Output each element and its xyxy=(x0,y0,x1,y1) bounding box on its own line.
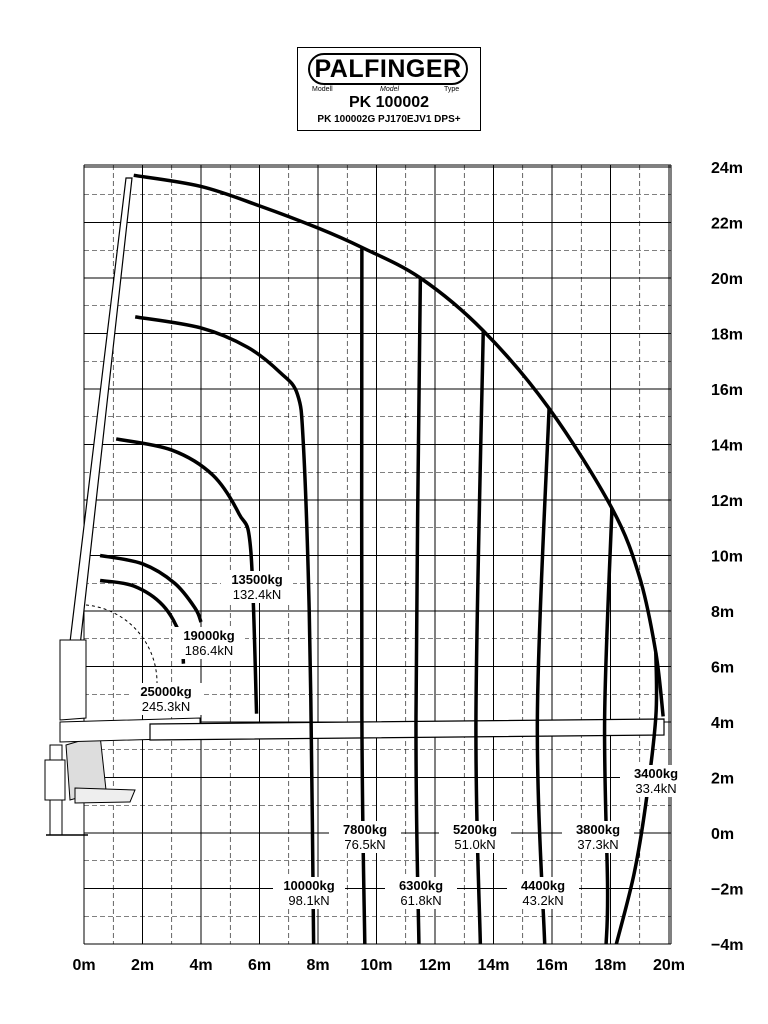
load-curve xyxy=(134,315,316,945)
load-label-kg: 3400kg xyxy=(634,766,678,781)
y-tick-label: 0m xyxy=(711,826,734,843)
y-tick-label: 4m xyxy=(711,715,734,732)
x-tick-label: 12m xyxy=(419,957,451,974)
x-axis-ticks: 0m 2m 4m 6m 8m 10m 12m 14m 16m 18m 20m xyxy=(72,957,685,974)
y-tick-label: −4m xyxy=(711,937,743,954)
slewing-arc xyxy=(85,604,158,685)
y-tick-label: 8m xyxy=(711,604,734,621)
load-curve xyxy=(602,508,614,945)
model-variant: PK 100002G PJ170EJV1 DPS+ xyxy=(317,114,461,125)
x-tick-label: 8m xyxy=(306,957,329,974)
y-tick-label: 22m xyxy=(711,216,743,233)
load-label-kn: 132.4kN xyxy=(233,587,281,602)
label-modell: Modell xyxy=(312,86,333,93)
load-curve xyxy=(99,578,186,664)
crane-base xyxy=(74,787,136,804)
x-tick-label: 14m xyxy=(477,957,509,974)
y-tick-label: 2m xyxy=(711,771,734,788)
operator-figure xyxy=(44,759,66,801)
load-curve xyxy=(614,652,659,945)
load-label-kg: 4400kg xyxy=(521,878,565,893)
load-label-kg: 5200kg xyxy=(453,822,497,837)
x-tick-label: 6m xyxy=(248,957,271,974)
reach-envelope xyxy=(133,173,665,717)
x-tick-label: 10m xyxy=(360,957,392,974)
load-label-kg: 25000kg xyxy=(140,684,191,699)
load-label-kn: 98.1kN xyxy=(288,893,329,908)
load-label-bg xyxy=(507,877,579,909)
load-label-kn: 61.8kN xyxy=(400,893,441,908)
x-tick-label: 20m xyxy=(653,957,685,974)
load-label-bg xyxy=(439,821,511,853)
load-label-kn: 76.5kN xyxy=(344,837,385,852)
extension-boom xyxy=(149,718,665,741)
x-tick-label: 0m xyxy=(72,957,95,974)
load-curve xyxy=(99,553,203,623)
load-curve xyxy=(115,437,259,714)
load-label-bg xyxy=(385,877,457,909)
load-label-bg xyxy=(221,571,293,603)
load-label-bg xyxy=(273,877,345,909)
load-label-kg: 7800kg xyxy=(343,822,387,837)
brand-logo: PALFINGER xyxy=(308,53,468,85)
y-tick-label: 20m xyxy=(711,271,743,288)
load-label-kg: 19000kg xyxy=(183,628,234,643)
load-label-kn: 186.4kN xyxy=(185,643,233,658)
y-tick-label: 14m xyxy=(711,438,743,455)
x-tick-label: 18m xyxy=(594,957,626,974)
load-curve xyxy=(359,247,367,945)
load-label-kn: 33.4kN xyxy=(635,781,676,796)
load-label-kn: 51.0kN xyxy=(454,837,495,852)
crane-figure xyxy=(44,177,665,836)
knuckle-boom xyxy=(59,639,87,721)
x-tick-label: 2m xyxy=(131,957,154,974)
y-tick-label: 10m xyxy=(711,549,743,566)
load-label-bg xyxy=(620,765,692,797)
y-tick-label: 6m xyxy=(711,660,734,677)
x-tick-label: 16m xyxy=(536,957,568,974)
brand-name: PALFINGER xyxy=(314,55,462,83)
load-curve xyxy=(535,408,551,945)
load-label-kg: 3800kg xyxy=(576,822,620,837)
load-label-bg xyxy=(173,627,245,659)
label-type: Type xyxy=(444,86,460,93)
label-model: Model xyxy=(380,86,400,93)
load-label-kg: 10000kg xyxy=(283,878,334,893)
model-name: PK 100002 xyxy=(348,94,430,111)
y-axis-ticks: 24m 22m 20m 18m 16m 14m 12m 10m 8m 6m 4m 2m 0m −2m −4m xyxy=(711,160,743,954)
model-header: PALFINGER Modell Model Type PK 100002 PK… xyxy=(297,47,481,131)
load-label-kg: 13500kg xyxy=(231,572,282,587)
load-label-bg xyxy=(562,821,634,853)
load-label-kn: 37.3kN xyxy=(577,837,618,852)
y-tick-label: 16m xyxy=(711,382,743,399)
load-curve xyxy=(474,330,486,945)
y-tick-label: 18m xyxy=(711,327,743,344)
load-label-kg: 6300kg xyxy=(399,878,443,893)
load-label-kn: 245.3kN xyxy=(142,699,190,714)
x-tick-label: 4m xyxy=(189,957,212,974)
y-tick-label: 24m xyxy=(711,160,743,177)
load-label-bg xyxy=(130,683,202,715)
load-label-kn: 43.2kN xyxy=(522,893,563,908)
load-label-bg xyxy=(329,821,401,853)
y-tick-label: 12m xyxy=(711,493,743,510)
reach-envelope-line xyxy=(133,173,665,717)
y-tick-label: −2m xyxy=(711,882,743,899)
